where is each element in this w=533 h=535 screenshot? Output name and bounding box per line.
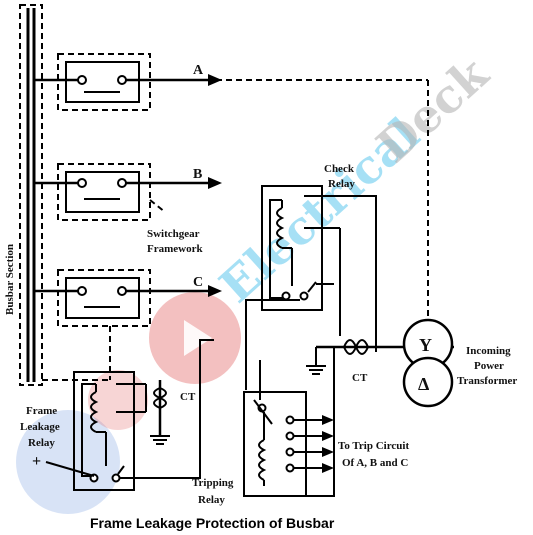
breaker-a (65, 61, 140, 103)
diagram-caption: Frame Leakage Protection of Busbar (90, 515, 335, 531)
power-transformer (402, 318, 454, 408)
busbar-dashed-enclosure (19, 4, 43, 386)
tripping-relay (243, 391, 322, 497)
breaker-c (65, 277, 140, 319)
transformer-label-line2: Power (474, 360, 504, 372)
plus-sign: + (32, 453, 41, 470)
watermark-blue-circle (16, 410, 120, 514)
trip-circuit-label-line2: Of A, B and C (342, 457, 408, 469)
supply-lead (45, 461, 95, 477)
transformer-delta-symbol: Δ (418, 374, 429, 394)
circuit-breakers (65, 61, 140, 319)
phase-c-label: C (193, 275, 203, 290)
phase-a-label: A (193, 63, 204, 78)
check-relay-label-line2: Relay (328, 178, 355, 190)
switchgear-framework (42, 53, 429, 381)
frame-leakage-label-line2: Leakage (20, 421, 60, 433)
watermark-suffix: Deck (366, 46, 499, 173)
busbar-section-label: Busbar Section (4, 244, 16, 315)
frame-ct-label: CT (180, 391, 196, 403)
phase-b-label: B (193, 167, 202, 182)
tripping-relay-label-line1: Tripping (192, 477, 234, 489)
feeders (34, 78, 210, 293)
feeder-arrows (208, 74, 222, 297)
check-relay-label-line1: Check (324, 163, 355, 175)
switchgear-label-line2: Framework (147, 243, 203, 255)
relay-interconnect (120, 299, 335, 497)
trip-arrows (322, 415, 334, 473)
trip-circuit-label-line1: To Trip Circuit (338, 440, 409, 452)
frame-leakage-label-line3: Relay (28, 437, 55, 449)
check-relay (261, 185, 377, 352)
check-ct-label: CT (352, 372, 368, 384)
frame-leakage-label-line1: Frame (26, 405, 57, 417)
transformer-star-symbol: Y (419, 335, 432, 355)
tripping-relay-label-line2: Relay (198, 494, 225, 506)
watermark-play-icon (184, 320, 212, 356)
transformer-label-line3: Transformer (457, 375, 517, 387)
transformer-label-line1: Incoming (466, 345, 511, 357)
busbar (19, 4, 43, 386)
frame-ct (150, 380, 170, 445)
breaker-b (65, 171, 140, 213)
switchgear-label-line1: Switchgear (147, 228, 200, 240)
